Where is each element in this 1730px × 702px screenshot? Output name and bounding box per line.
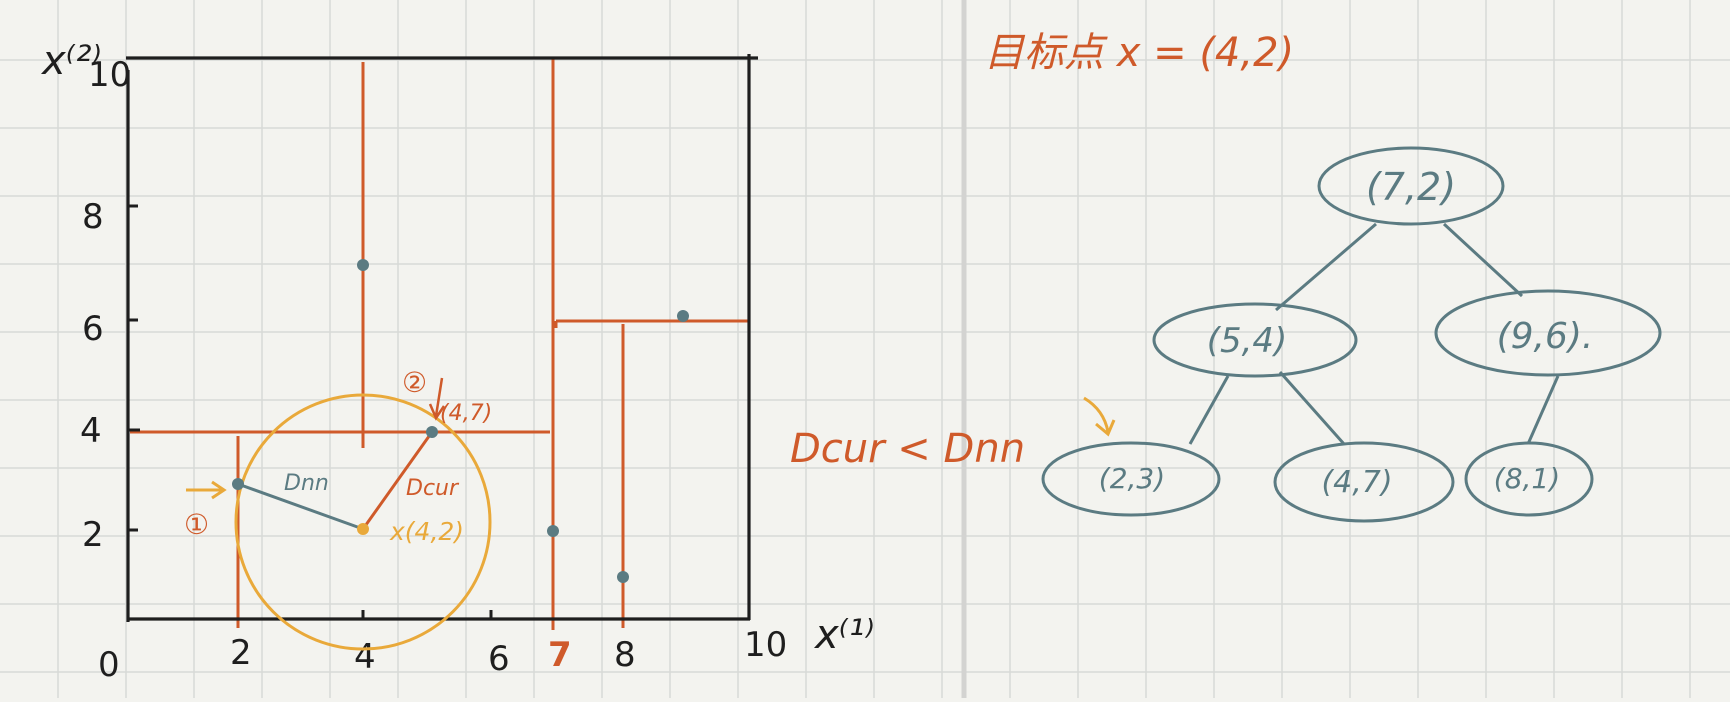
step2-marker: ②: [402, 366, 427, 399]
tree-node-left-right-label: (4,7): [1321, 465, 1392, 500]
y-tick-label-8: 8: [82, 197, 104, 237]
current-node-arrow: [1083, 396, 1116, 437]
tree-edge-root-right: [1442, 222, 1524, 298]
point-9-6: [677, 310, 689, 322]
point-5-4: [426, 426, 438, 438]
point-annotation: (4,7): [440, 401, 492, 426]
tree-node-left: (5,4): [1152, 302, 1358, 378]
x-axis-label: x⁽¹⁾: [813, 612, 874, 658]
d-cur-label: Dcur: [406, 476, 460, 501]
target-point: [357, 523, 369, 535]
tree-edge-root-left: [1275, 222, 1377, 312]
d-cur-segment: [361, 431, 434, 530]
tree-node-root-label: (7,2): [1366, 165, 1456, 209]
x-tick-label-4: 4: [354, 637, 376, 677]
y-axis-label: x⁽²⁾: [40, 38, 101, 84]
y-tick-label-10: 10: [88, 55, 131, 95]
search-radius-circle: [234, 393, 492, 651]
origin-label: 0: [98, 645, 120, 685]
tree-edge-right-left: [1526, 375, 1560, 445]
step1-marker: ①: [184, 508, 209, 541]
tree-node-right: (9,6).: [1434, 289, 1662, 377]
tree-edge-left-left: [1188, 375, 1230, 445]
tree-node-left-label: (5,4): [1207, 321, 1288, 361]
x-tick-label-10: 10: [744, 625, 787, 665]
x-tick-label-2: 2: [230, 633, 252, 673]
tree-node-left-right: (4,7): [1273, 441, 1455, 523]
y-tick-label-4: 4: [80, 411, 102, 451]
target-point-label: x(4,2): [389, 517, 464, 546]
step2-arrow: [428, 377, 446, 421]
point-8-1: [617, 571, 629, 583]
x-tick-label-8: 8: [614, 635, 636, 675]
step1-arrow: [186, 480, 227, 500]
tree-node-right-left: (8,1): [1464, 441, 1594, 517]
tree-node-root: (7,2): [1317, 146, 1505, 226]
plot-panel: x⁽²⁾ x⁽¹⁾ 0 10 8 6 4 2 2 4 6 7 8 10 x(4,…: [40, 30, 1294, 685]
tree-edge-left-right: [1278, 371, 1346, 445]
x-tick-label-6: 6: [488, 639, 510, 679]
tree-node-right-left-label: (8,1): [1494, 462, 1560, 495]
tree-node-right-label: (9,6).: [1497, 316, 1594, 357]
tree-node-left-left: (2,3): [1041, 441, 1221, 517]
comparison-note: Dcur < Dnn: [790, 426, 1025, 472]
point-7-2: [547, 525, 559, 537]
y-tick-label-2: 2: [82, 515, 104, 555]
d-nn-segment: [237, 482, 364, 531]
kd-tree: (7,2) (5,4) (9,6). (2,3) (4,7) (8,1): [1041, 146, 1662, 523]
point-2-3: [232, 478, 244, 490]
x-tick-label-7: 7: [548, 635, 572, 675]
y-tick-label-6: 6: [82, 309, 104, 349]
tree-node-left-left-label: (2,3): [1099, 462, 1165, 495]
point-4-7: [357, 259, 369, 271]
d-nn-label: Dnn: [284, 471, 329, 496]
target-point-note: 目标点 x = (4,2): [984, 30, 1294, 76]
